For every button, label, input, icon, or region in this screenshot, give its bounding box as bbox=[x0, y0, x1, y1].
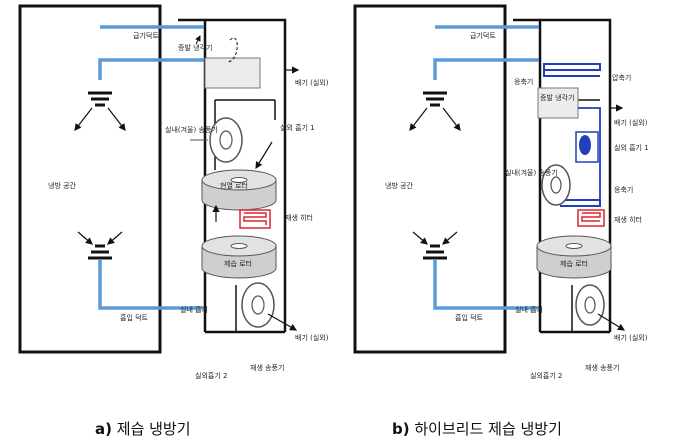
room-wall-a bbox=[18, 4, 162, 354]
supply-diffuser-b bbox=[409, 91, 461, 131]
label-return-duct-b: 흡입 덕트 bbox=[455, 313, 484, 322]
caption-b-letter: b) bbox=[392, 420, 410, 438]
caption-a-letter: a) bbox=[95, 420, 112, 438]
label-supply-duct-b: 급기덕트 bbox=[470, 31, 496, 40]
label-regen-fan-a: 재생 송풍기 bbox=[250, 363, 284, 372]
unit-cabinet-a bbox=[205, 18, 287, 332]
label-regen-fan-b: 재생 송풍기 bbox=[585, 363, 619, 372]
caption-a-text: 제습 냉방기 bbox=[116, 420, 191, 438]
label-return-duct-a: 흡입 덕트 bbox=[120, 313, 149, 322]
label-exhaust-b: 배기 (실외) bbox=[614, 118, 648, 127]
label-dehum-rotor-b: 제습 로터 bbox=[560, 259, 588, 268]
regen-fan-a bbox=[241, 282, 298, 331]
regen-heater-a bbox=[239, 209, 271, 229]
label-exhaust2-a: 배기 (실외) bbox=[295, 333, 329, 342]
label-outdoor2-a: 실외흡기 2 bbox=[195, 371, 227, 380]
label-cooled-space-b: 냉방 공간 bbox=[385, 181, 414, 190]
label-expansion-b: 응축기 bbox=[614, 185, 633, 194]
label-cooled-space-a: 냉방 공간 bbox=[48, 181, 77, 190]
label-room-return-b: 실내 흡기 bbox=[515, 305, 543, 314]
label-evaporator-b: 증발 냉각기 bbox=[540, 93, 574, 102]
expansion-coil-b bbox=[560, 199, 601, 207]
diagram-a bbox=[18, 4, 300, 354]
diagram-b bbox=[353, 4, 626, 354]
return-grille-a bbox=[77, 231, 123, 260]
room-supply-fan-b bbox=[541, 164, 571, 206]
label-room-fan-b: 실내(겨울) 송풍기 bbox=[505, 168, 558, 177]
unit-cabinet-b bbox=[540, 18, 612, 332]
room-wall-b bbox=[353, 4, 507, 354]
regen-heater-b bbox=[577, 209, 605, 227]
label-compressor-b: 압축기 bbox=[612, 73, 631, 82]
label-evaporator-a: 증발 냉각기 bbox=[178, 43, 212, 52]
label-regen-heater-a: 재생 히터 bbox=[285, 213, 313, 222]
label-room-return-a: 실내 흡기 bbox=[180, 305, 208, 314]
return-grille-b bbox=[412, 231, 458, 260]
caption-b-text: 하이브리드 제습 냉방기 bbox=[414, 420, 562, 438]
label-room-fan-a: 실내(겨울) 송풍기 bbox=[165, 125, 218, 134]
label-outdoor1-b: 실외 흡기 1 bbox=[614, 143, 649, 152]
supply-diffuser-a bbox=[74, 91, 126, 131]
label-exhaust2-b: 배기 (실외) bbox=[614, 333, 648, 342]
dehum-rotor-a bbox=[201, 235, 277, 279]
label-outdoor2-b: 실외흡기 2 bbox=[530, 371, 562, 380]
return-duct-a bbox=[98, 260, 204, 310]
label-outdoor1-a: 실외 흡기 1 bbox=[280, 123, 315, 132]
supply-duct-b bbox=[433, 58, 539, 80]
evaporator-box-b bbox=[537, 87, 579, 119]
label-condenser-b: 응축기 bbox=[514, 77, 533, 86]
caption-b: b) 하이브리드 제습 냉방기 bbox=[392, 418, 562, 439]
label-supply-duct-a: 급기덕트 bbox=[133, 31, 159, 40]
label-sensible-rotor-a: 현열 로터 bbox=[220, 181, 248, 190]
compressor-b bbox=[575, 131, 599, 163]
supply-duct-a bbox=[98, 58, 204, 80]
label-dehum-rotor-a: 제습 로터 bbox=[224, 259, 252, 268]
return-duct-b bbox=[433, 260, 539, 310]
condenser-coil-b bbox=[543, 63, 601, 77]
label-exhaust-a: 배기 (실외) bbox=[295, 78, 329, 87]
regen-fan-b bbox=[575, 284, 626, 331]
room-supply-fan-a bbox=[190, 117, 243, 163]
caption-a: a) 제습 냉방기 bbox=[95, 418, 191, 439]
sensible-rotor-a bbox=[201, 169, 277, 211]
dehum-rotor-b bbox=[536, 235, 612, 279]
label-regen-heater-b: 재생 히터 bbox=[614, 215, 642, 224]
evaporator-box-a bbox=[204, 57, 261, 89]
